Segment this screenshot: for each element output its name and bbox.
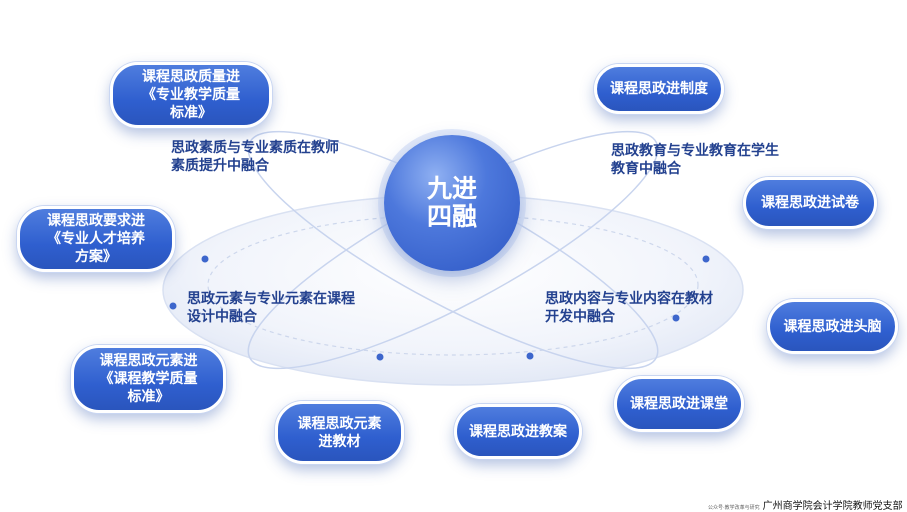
footer-small-text: 公众号·教学改革与研究	[708, 505, 760, 511]
orbit-dot	[376, 353, 384, 361]
node-system: 课程思政进制度	[594, 64, 724, 114]
node-exam: 课程思政进试卷	[743, 177, 877, 229]
node-standard: 课程思政质量进 《专业教学质量 标准》	[110, 62, 272, 128]
node-course-standard: 课程思政元素进 《课程教学质量 标准》	[71, 345, 226, 413]
orbit-dot	[201, 255, 209, 263]
fusion-student: 思政教育与专业教育在学生 教育中融合	[611, 143, 779, 177]
fusion-material: 思政内容与专业内容在教材 开发中融合	[545, 291, 713, 325]
node-classroom: 课程思政进课堂	[614, 376, 744, 432]
orbit-dot	[526, 352, 534, 360]
node-lesson: 课程思政进教案	[454, 404, 582, 459]
orbit-dot	[672, 314, 680, 322]
footer-watermark: 公众号·教学改革与研究广州商学院会计学院教师党支部	[708, 497, 903, 512]
orbit-dot	[702, 255, 710, 263]
node-talent: 课程思政要求进 《专业人才培养 方案》	[17, 206, 175, 272]
orbit-dot	[169, 302, 177, 310]
footer-text: 广州商学院会计学院教师党支部	[762, 501, 903, 512]
fusion-curriculum: 思政元素与专业元素在课程 设计中融合	[187, 291, 355, 325]
node-textbook: 课程思政元素 进教材	[275, 401, 404, 464]
fusion-teacher: 思政素质与专业素质在教师 素质提升中融合	[171, 140, 339, 174]
node-mind: 课程思政进头脑	[767, 299, 898, 354]
center-hub: 九进 四融	[384, 135, 520, 271]
